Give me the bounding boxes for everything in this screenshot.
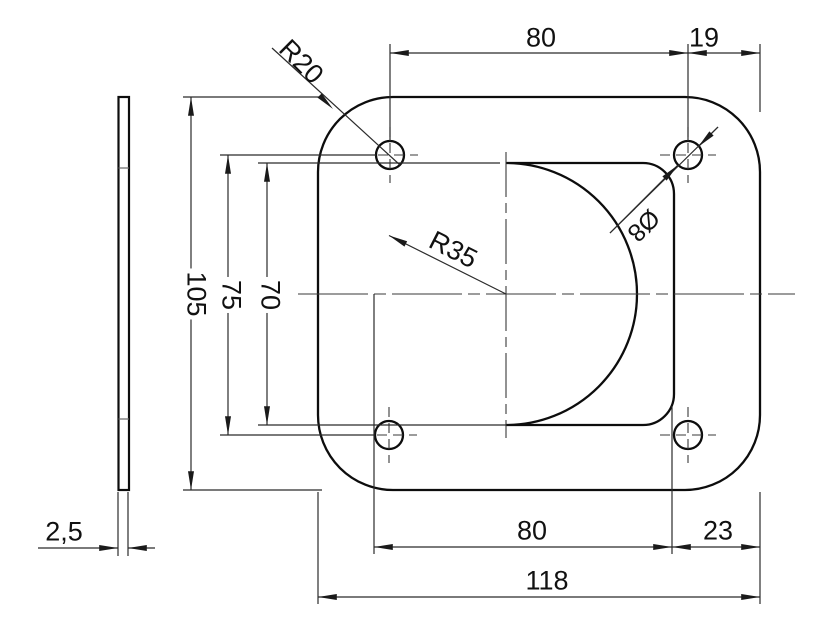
leader-corner-radius: [271, 47, 401, 166]
dim-label-top-hole-spacing: 80: [525, 22, 557, 53]
leader-corner-radius-arrow: [317, 93, 333, 109]
dim-label-plate-width: 118: [525, 565, 569, 596]
dim-label-cutout-right-offset: 23: [702, 515, 734, 546]
leader-hole-diameter-arrow1: [609, 164, 679, 234]
centerlines: [298, 127, 795, 463]
dim-label-vertical-hole-spacing: 75: [216, 276, 247, 314]
dim-label-cutout-height: 70: [255, 276, 286, 314]
leader-hole-diameter-arrow2: [697, 126, 719, 148]
dim-label-plate-thickness: 2,5: [45, 516, 83, 547]
leader-cutout-radius: [388, 234, 507, 295]
side-view-plate-section: [117, 95, 131, 492]
dim-label-top-right-offset: 19: [688, 22, 720, 53]
dimensions: [38, 44, 761, 604]
central-cutout: [505, 161, 676, 427]
extension-lines: [117, 44, 761, 604]
hole-center-marks: [361, 127, 716, 463]
dim-label-plate-height: 105: [181, 268, 212, 320]
side-view: [117, 95, 131, 492]
dim-label-cutout-width: 80: [516, 515, 548, 546]
